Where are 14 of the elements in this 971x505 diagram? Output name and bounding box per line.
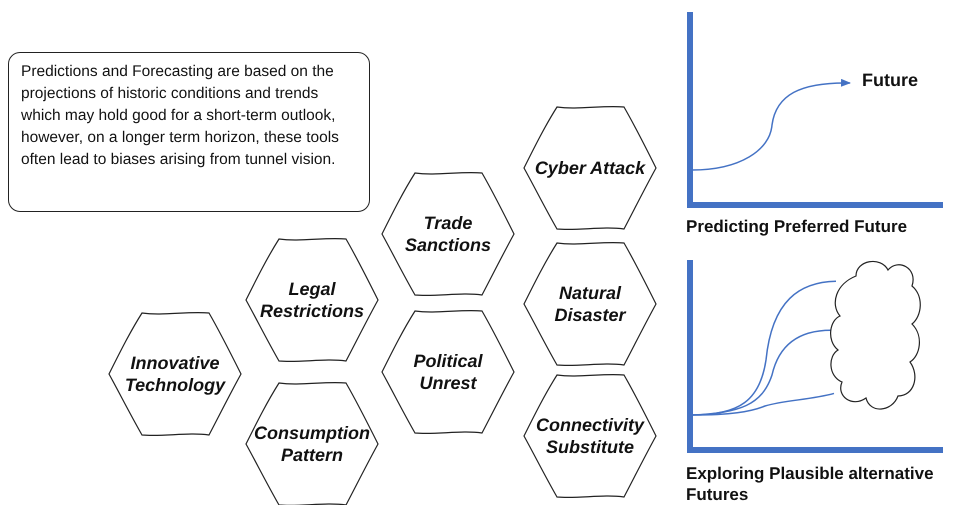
hexagon-label: Innovative Technology: [124, 352, 227, 396]
curve-label: Future: [862, 70, 932, 96]
trend-arrow: [692, 79, 851, 171]
text-box: Predictions and Forecasting are based on the projections of historic conditions and trends which may hold good for a short-term outlook, however, on a longer term horizon, these tools often lead to biases arising from tunnel vision.: [8, 52, 370, 212]
chart-title: Exploring Plausible alternative Futures: [686, 463, 935, 505]
hexagon-label: Consumption Pattern: [253, 422, 371, 466]
hexagon-label: Legal Restrictions: [258, 278, 366, 322]
hexagon-label: Cyber Attack: [534, 157, 647, 179]
trend-curve: [692, 392, 834, 416]
hexagon-label: Connectivity Substitute: [534, 414, 646, 458]
chart-title: Predicting Preferred Future: [686, 216, 908, 237]
hexagon-label: Trade Sanctions: [404, 212, 492, 256]
hexagon-label: Natural Disaster: [553, 282, 628, 326]
hexagon-label: Political Unrest: [412, 350, 484, 394]
